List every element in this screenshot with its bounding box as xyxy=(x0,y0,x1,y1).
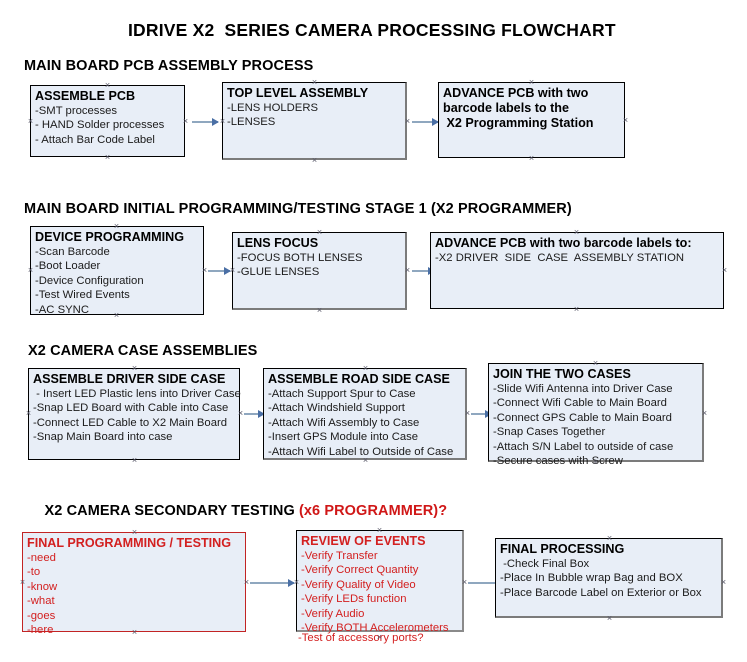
connector-arrow xyxy=(250,578,295,587)
flow-box-line: -Attach Support Spur to Case xyxy=(268,387,416,400)
flow-box-title: ASSEMBLE PCB xyxy=(35,89,136,103)
flow-box-body: ASSEMBLE DRIVER SIDE CASE - Insert LED P… xyxy=(29,369,241,445)
flow-box-line: -need xyxy=(27,551,56,564)
flow-box-body: FINAL PROGRAMMING / TESTING -need -to -k… xyxy=(23,533,245,638)
flow-box-title: LENS FOCUS xyxy=(237,236,319,250)
flow-box-line: -Attach S/N Label to outside of case xyxy=(493,440,674,453)
flow-box-line: -Snap Main Board into case xyxy=(33,431,173,444)
section-heading-main-board-pcb-assembly-process: MAIN BOARD PCB ASSEMBLY PROCESS xyxy=(24,58,314,74)
flow-box-line: -LENS HOLDERS xyxy=(227,101,319,114)
flow-box-lens-focus[interactable]: LENS FOCUS -FOCUS BOTH LENSES -GLUE LENS… xyxy=(232,232,407,310)
section-heading-x2-camera-case-assemblies: X2 CAMERA CASE ASSEMBLIES xyxy=(28,343,258,359)
flow-box-line: -Scan Barcode xyxy=(35,245,110,258)
flow-box-title: REVIEW OF EVENTS xyxy=(301,534,426,548)
flow-box-line: -Verify Transfer xyxy=(301,549,378,562)
flow-box-advance-pcb-to-driver-side-case-assembly-station[interactable]: ADVANCE PCB with two barcode labels to: … xyxy=(430,232,724,309)
connector-arrow xyxy=(208,266,231,275)
flow-box-device-programming[interactable]: DEVICE PROGRAMMING -Scan Barcode -Boot L… xyxy=(30,226,204,317)
connector-arrow xyxy=(412,117,439,126)
flow-box-final-programming-testing[interactable]: FINAL PROGRAMMING / TESTING -need -to -k… xyxy=(22,532,246,636)
flow-box-line: X2 Programming Station xyxy=(443,116,594,131)
flow-box-line: -Verify BOTH Accelerometers xyxy=(301,622,449,635)
flow-box-line: -Boot Loader xyxy=(35,260,101,273)
flow-box-line: -Place In Bubble wrap Bag and BOX xyxy=(500,572,683,585)
flow-box-final-processing[interactable]: FINAL PROCESSING -Check Final Box -Place… xyxy=(495,538,723,618)
flow-box-body: ASSEMBLE PCB -SMT processes - HAND Solde… xyxy=(31,86,184,147)
flow-box-line: -Verify LEDs function xyxy=(301,593,407,606)
flow-box-line: -Test Wired Events xyxy=(35,289,130,302)
flow-box-line: -Snap LED Board with Cable into Case xyxy=(33,402,229,415)
connector-arrow xyxy=(192,117,219,126)
flow-box-line: -Attach Wifi Assembly to Case xyxy=(268,416,420,429)
connector-arrow xyxy=(244,409,265,418)
flow-box-overflow-line: -Test of accessory ports? xyxy=(298,632,424,644)
section-heading-accent: (x6 PROGRAMMER)? xyxy=(298,503,448,519)
flow-box-review-of-events[interactable]: REVIEW OF EVENTS -Verify Transfer -Verif… xyxy=(296,530,464,634)
flow-box-line: -know xyxy=(27,580,58,593)
flow-box-line: barcode labels to the xyxy=(443,100,569,115)
flow-box-line: -Slide Wifi Antenna into Driver Case xyxy=(493,382,673,395)
flow-box-line: -Snap Cases Together xyxy=(493,426,606,439)
section-heading-x2-camera-secondary-testing: X2 CAMERA SECONDARY TESTING (x6 PROGRAMM… xyxy=(28,487,448,535)
flow-box-title: ASSEMBLE ROAD SIDE CASE xyxy=(268,372,450,386)
flow-box-title: ADVANCE PCB with two xyxy=(443,86,589,100)
flow-box-line: - HAND Solder processes xyxy=(35,119,165,132)
flow-box-line: -Verify Correct Quantity xyxy=(301,564,419,577)
flow-box-line: -Insert GPS Module into Case xyxy=(268,431,419,444)
flow-box-assemble-road-side-case[interactable]: ASSEMBLE ROAD SIDE CASE -Attach Support … xyxy=(263,368,467,460)
flow-box-title: DEVICE PROGRAMMING xyxy=(35,230,185,244)
flow-box-line: -LENSES xyxy=(227,116,276,129)
flow-box-line: - Insert LED Plastic lens into Driver Ca… xyxy=(33,387,241,400)
flow-box-body: DEVICE PROGRAMMING -Scan Barcode -Boot L… xyxy=(31,227,203,317)
flow-box-line: -Verify Audio xyxy=(301,607,365,620)
flow-box-line: -here xyxy=(27,624,54,637)
page-title: IDRIVE X2 SERIES CAMERA PROCESSING FLOWC… xyxy=(128,20,616,40)
flow-box-title: FINAL PROGRAMMING / TESTING xyxy=(27,536,232,550)
flow-box-line: -to xyxy=(27,566,41,579)
flow-box-line: -Attach Wifi Label to Outside of Case xyxy=(268,445,454,458)
flow-box-line: -Connect Wifi Cable to Main Board xyxy=(493,397,667,410)
flow-box-advance-pcb-to-x2-programming-station[interactable]: ADVANCE PCB with two barcode labels to t… xyxy=(438,82,625,158)
flow-box-line: - Attach Bar Code Label xyxy=(35,133,155,146)
section-heading-main-board-initial-programming-testing-stage-1: MAIN BOARD INITIAL PROGRAMMING/TESTING S… xyxy=(24,201,572,217)
flow-box-top-level-assembly[interactable]: TOP LEVEL ASSEMBLY -LENS HOLDERS -LENSES xyxy=(222,82,407,160)
flow-box-line: -X2 DRIVER SIDE CASE ASSEMBLY STATION xyxy=(435,251,685,264)
flow-box-line: -GLUE LENSES xyxy=(237,266,320,279)
flow-box-line: -goes xyxy=(27,609,56,622)
flow-box-line: -Device Configuration xyxy=(35,274,144,287)
flow-box-line: -Secure cases with Screw xyxy=(493,455,623,468)
flow-box-title: ASSEMBLE DRIVER SIDE CASE xyxy=(33,372,226,386)
flow-box-assemble-pcb[interactable]: ASSEMBLE PCB -SMT processes - HAND Solde… xyxy=(30,85,185,157)
flow-box-line: -Attach Windshield Support xyxy=(268,402,405,415)
section-heading-text: X2 CAMERA SECONDARY TESTING xyxy=(44,503,299,519)
flow-box-line: -FOCUS BOTH LENSES xyxy=(237,251,363,264)
flow-box-body: ADVANCE PCB with two barcode labels to: … xyxy=(431,233,723,265)
flow-box-line: -Verify Quality of Video xyxy=(301,578,416,591)
flow-box-join-the-two-cases[interactable]: JOIN THE TWO CASES -Slide Wifi Antenna i… xyxy=(488,363,704,467)
flow-box-line: -Connect GPS Cable to Main Board xyxy=(493,411,672,424)
flow-box-title: JOIN THE TWO CASES xyxy=(493,367,631,381)
flow-box-body: FINAL PROCESSING -Check Final Box -Place… xyxy=(496,539,721,600)
flow-box-line: -what xyxy=(27,595,55,608)
flow-box-body: LENS FOCUS -FOCUS BOTH LENSES -GLUE LENS… xyxy=(233,233,405,280)
flow-box-title: TOP LEVEL ASSEMBLY xyxy=(227,86,369,100)
flow-box-assemble-driver-side-case[interactable]: ASSEMBLE DRIVER SIDE CASE - Insert LED P… xyxy=(28,368,241,460)
flow-box-title: ADVANCE PCB with two barcode labels to: xyxy=(435,236,692,250)
flow-box-line: -SMT processes xyxy=(35,104,118,117)
flow-box-line: -Place Barcode Label on Exterior or Box xyxy=(500,586,702,599)
flow-box-line: -AC SYNC xyxy=(35,303,89,316)
flow-box-body: ASSEMBLE ROAD SIDE CASE -Attach Support … xyxy=(264,369,465,459)
flow-box-line: -Connect LED Cable to X2 Main Board xyxy=(33,416,228,429)
flow-box-body: JOIN THE TWO CASES -Slide Wifi Antenna i… xyxy=(489,364,702,469)
flow-box-body: TOP LEVEL ASSEMBLY -LENS HOLDERS -LENSES xyxy=(223,83,405,130)
flow-box-line: -Check Final Box xyxy=(500,557,590,570)
flow-box-title: FINAL PROCESSING xyxy=(500,542,625,556)
flow-box-body: REVIEW OF EVENTS -Verify Transfer -Verif… xyxy=(297,531,462,636)
flow-box-body: ADVANCE PCB with two barcode labels to t… xyxy=(439,83,624,132)
